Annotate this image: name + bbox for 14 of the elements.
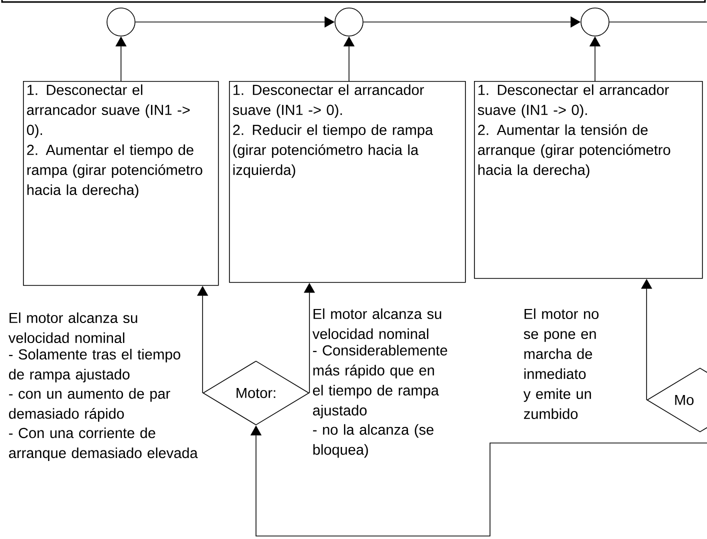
condition-text: - no la alcanza (se bloquea) (313, 424, 434, 458)
condition-text: - Con una corriente de arranque demasiado elevada (9, 427, 198, 461)
action-box: 1. Desconectar el arrancador suave (IN1 -> 0). 2. Aumentar la tensión de arranque (girar potenciómetro hacia la derecha) (474, 81, 703, 279)
condition-text: El motor alcanza su velocidad nominal (312, 308, 442, 340)
condition-text: El motor alcanza su velocidad nominal (8, 312, 138, 344)
action-box: 1. Desconectar el arrancador suave (IN1 -> 0). 2. Reducir el tiempo de rampa (girar potenciómetro hacia la izquierda) (229, 81, 466, 283)
condition-text: - Solamente tras el tiempo de rampa ajustado (9, 348, 180, 382)
condition-text: - Considerablemente más rápido que en el tiempo de rampa ajustado (313, 344, 448, 418)
condition-text: - con un aumento de par demasiado rápido (9, 388, 170, 422)
junction-circle (106, 8, 136, 36)
junction-circle (334, 8, 364, 36)
action-box: 1. Desconectar el arrancador suave (IN1 -> 0). 2. Aumentar el tiempo de rampa (girar potenciómetro hacia la derecha) (23, 81, 219, 286)
condition-text: El motor no se pone en marcha de inmediato y emite un zumbido (523, 308, 599, 420)
junction-circle (580, 8, 610, 36)
